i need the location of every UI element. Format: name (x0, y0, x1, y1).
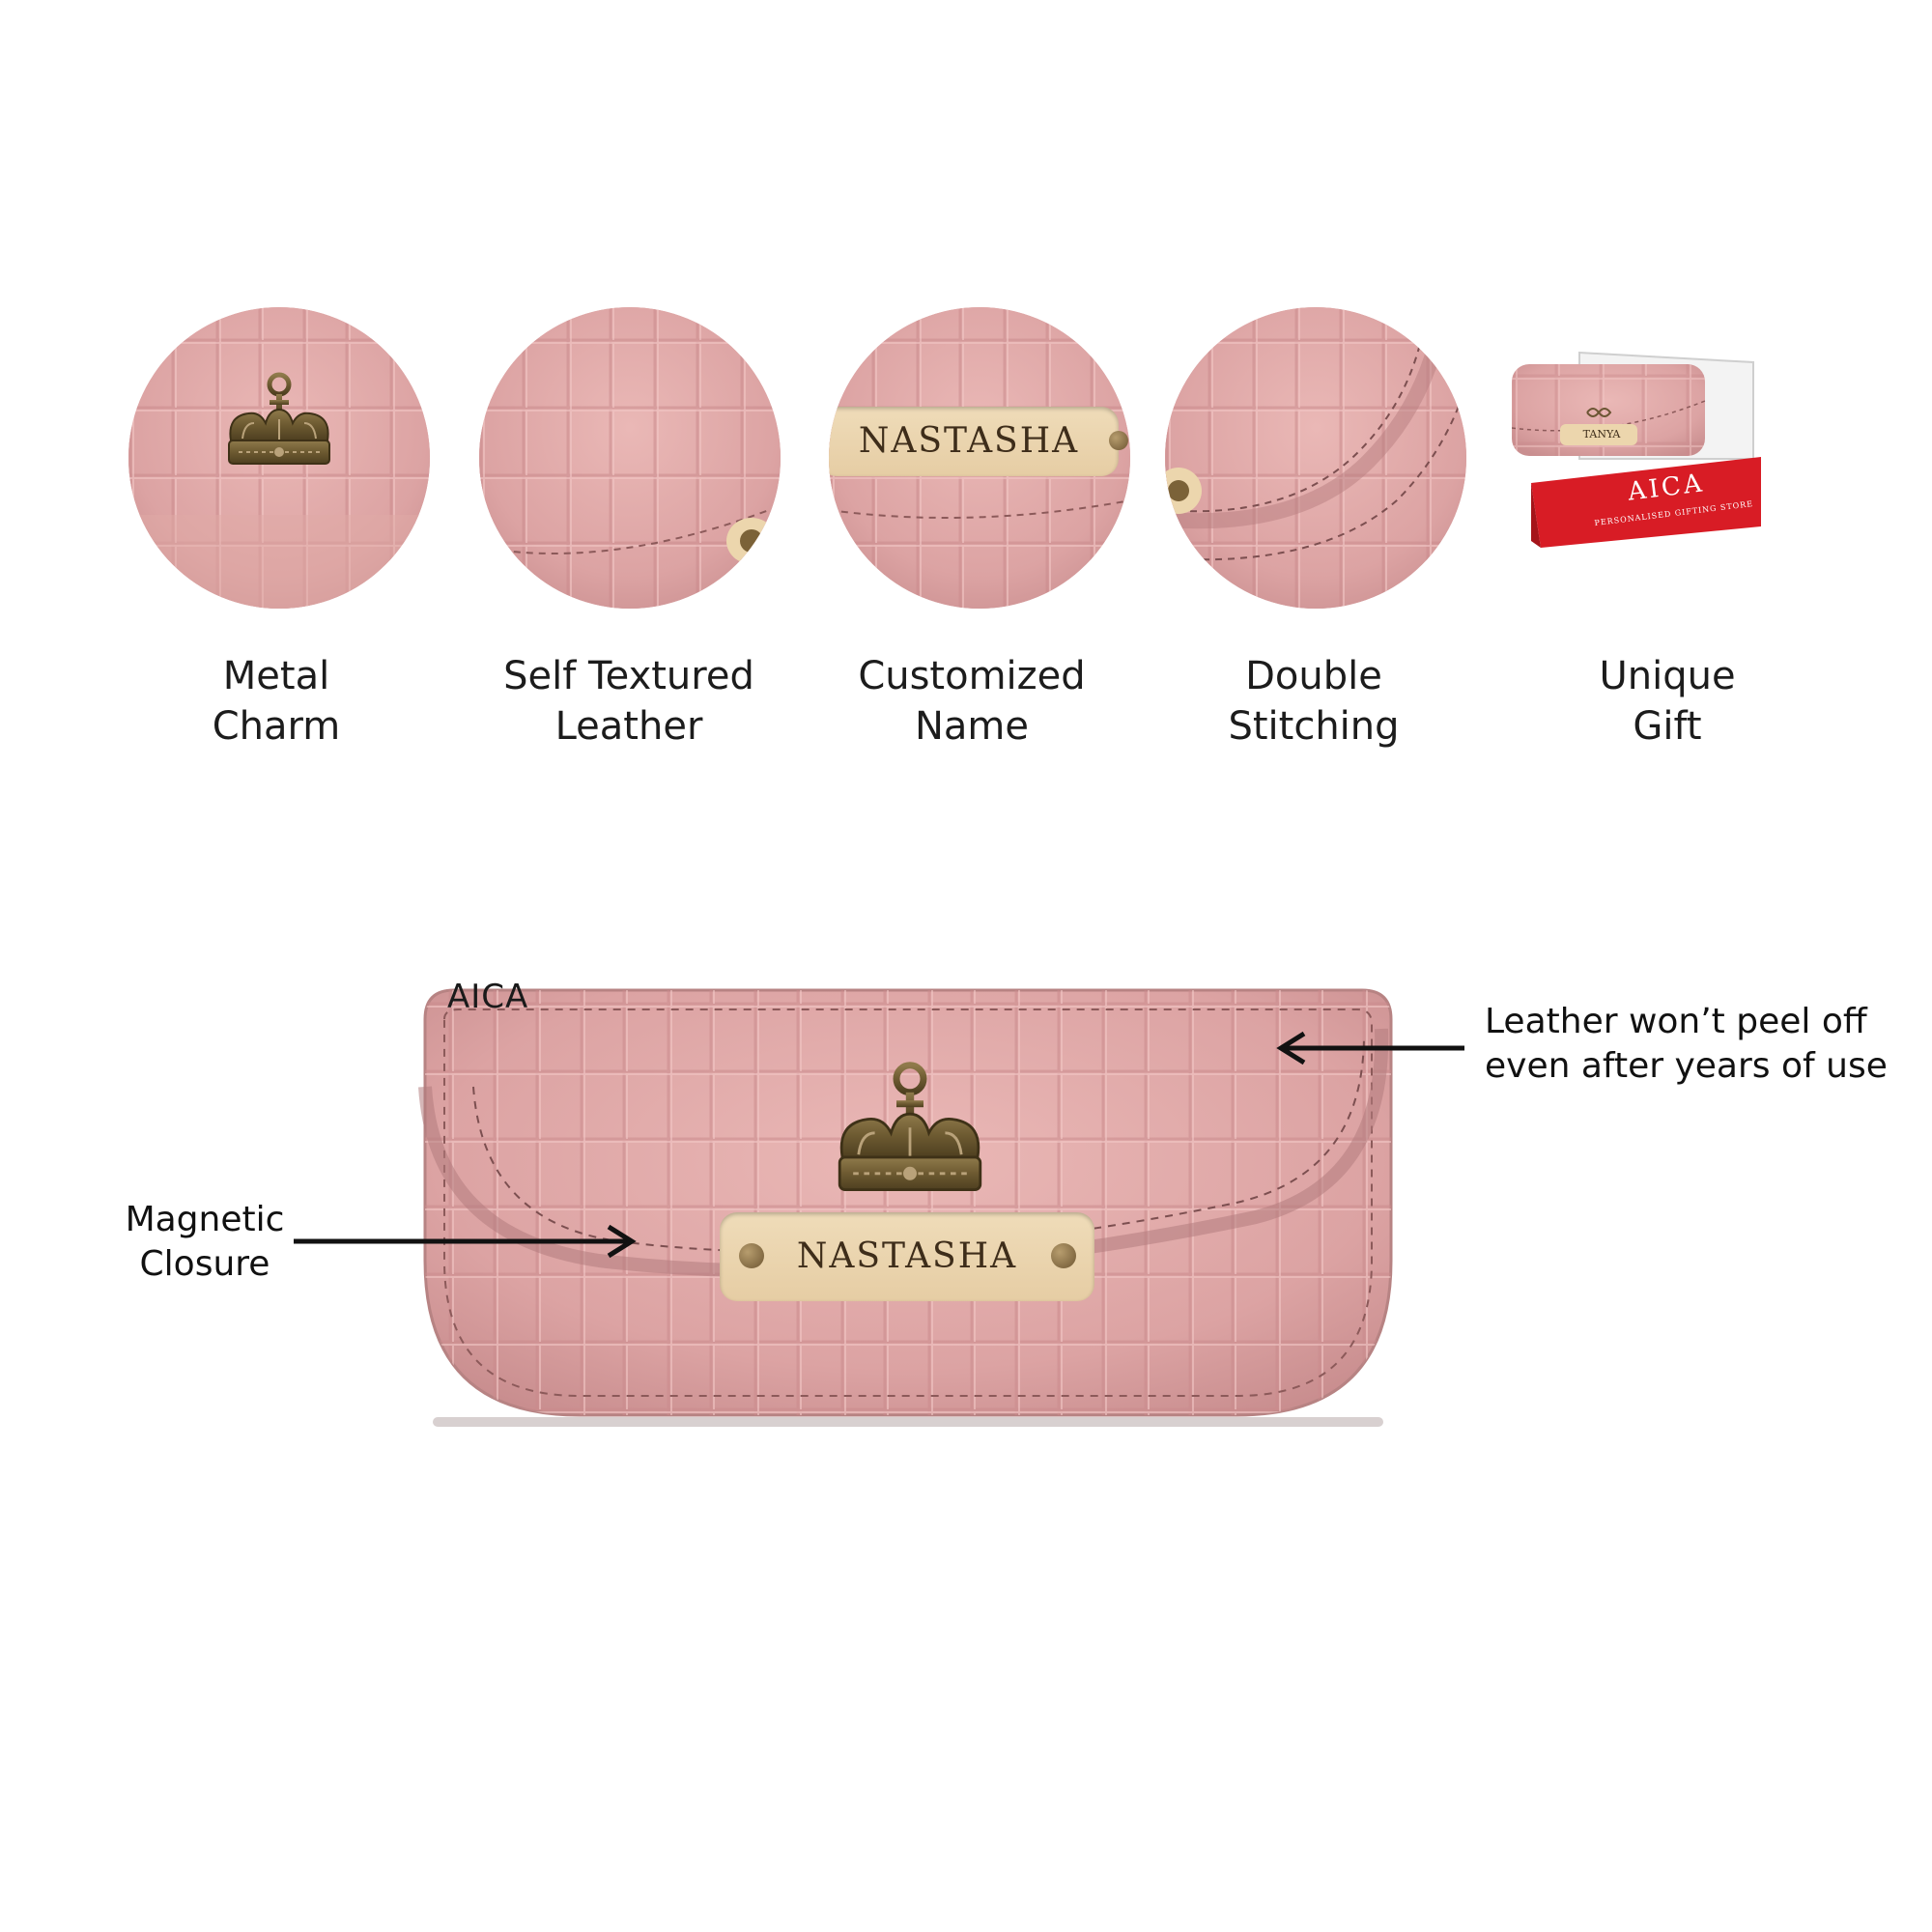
brand-watermark: AICA (447, 978, 529, 1016)
rivet (1109, 431, 1128, 450)
metal-charm-circle (128, 307, 430, 609)
crown-charm-icon (221, 354, 337, 489)
self-textured-leather-circle (479, 307, 781, 609)
gift-box-icon: TANYA AICA PERSONALISED GIFTING STORE (1511, 343, 1763, 584)
leather-texture-icon (479, 307, 781, 609)
stitching-icon (1165, 307, 1466, 609)
gift-sample-name: TANYA (1582, 428, 1621, 440)
product-nameplate: NASTASHA (720, 1212, 1094, 1301)
arrow-right-icon (294, 1224, 637, 1259)
crown-charm-icon (829, 1044, 991, 1216)
rivet-left (739, 1243, 764, 1268)
customized-name-circle: NASTASHA (829, 307, 1130, 609)
nameplate-icon: NASTASHA (829, 407, 1119, 476)
rivet-right (1051, 1243, 1076, 1268)
sunglass-case-image: NASTASHA (406, 971, 1410, 1435)
arrow-left-icon (1276, 1031, 1464, 1065)
double-stitching-circle (1165, 307, 1466, 609)
